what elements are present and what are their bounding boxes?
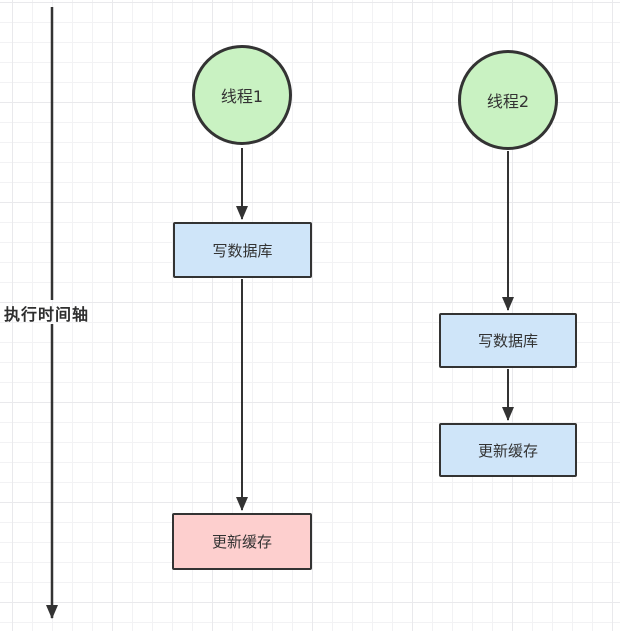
thread2-label: 线程2 [486,92,530,111]
thread2-update-cache-label: 更新缓存 [477,441,538,460]
thread1-label: 线程1 [220,87,264,106]
thread2-update-cache-box: 更新缓存 [439,423,577,477]
thread1-write-db-box: 写数据库 [173,222,312,278]
thread2-write-db-label: 写数据库 [477,332,538,350]
thread1-update-cache-box: 更新缓存 [172,513,312,570]
thread2-write-db-box: 写数据库 [439,313,577,368]
thread1-node: 线程1 [192,45,292,145]
thread1-write-db-label: 写数据库 [212,241,273,260]
thread1-update-cache-label: 更新缓存 [211,533,272,551]
thread2-node: 线程2 [458,50,558,150]
timeline-axis-label: 执行时间轴 [4,305,90,324]
